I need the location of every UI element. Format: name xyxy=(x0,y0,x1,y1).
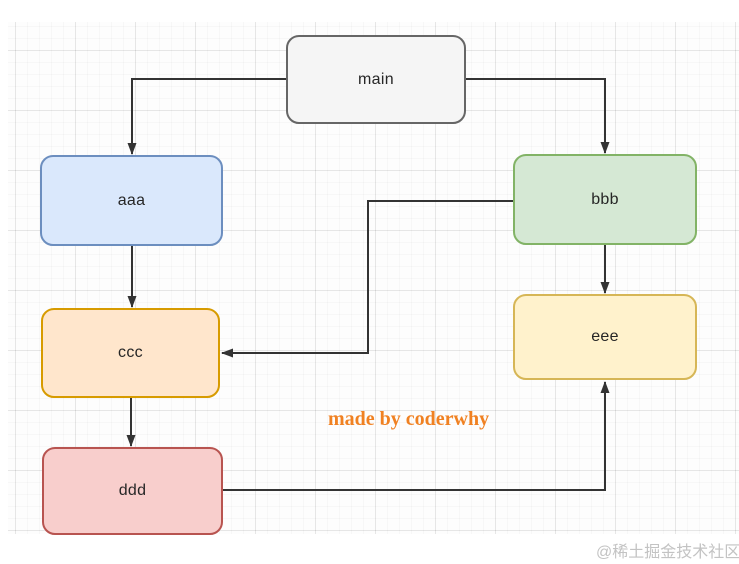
node-aaa-label: aaa xyxy=(117,191,146,209)
author-annotation: made by coderwhy xyxy=(328,408,490,430)
node-aaa: aaa xyxy=(40,155,223,246)
node-eee: eee xyxy=(513,294,697,380)
node-bbb-label: bbb xyxy=(591,190,619,208)
node-ccc-label: ccc xyxy=(118,344,143,361)
node-main: main xyxy=(286,35,466,124)
node-bbb: bbb xyxy=(513,154,697,245)
node-main-label: main xyxy=(358,70,394,88)
node-ccc: ccc xyxy=(41,308,220,398)
node-ddd: ddd xyxy=(42,447,223,535)
juejin-watermark: @稀土掘金技术社区 xyxy=(596,544,739,561)
node-eee-label: eee xyxy=(591,328,619,345)
node-ddd-label: ddd xyxy=(118,482,147,499)
